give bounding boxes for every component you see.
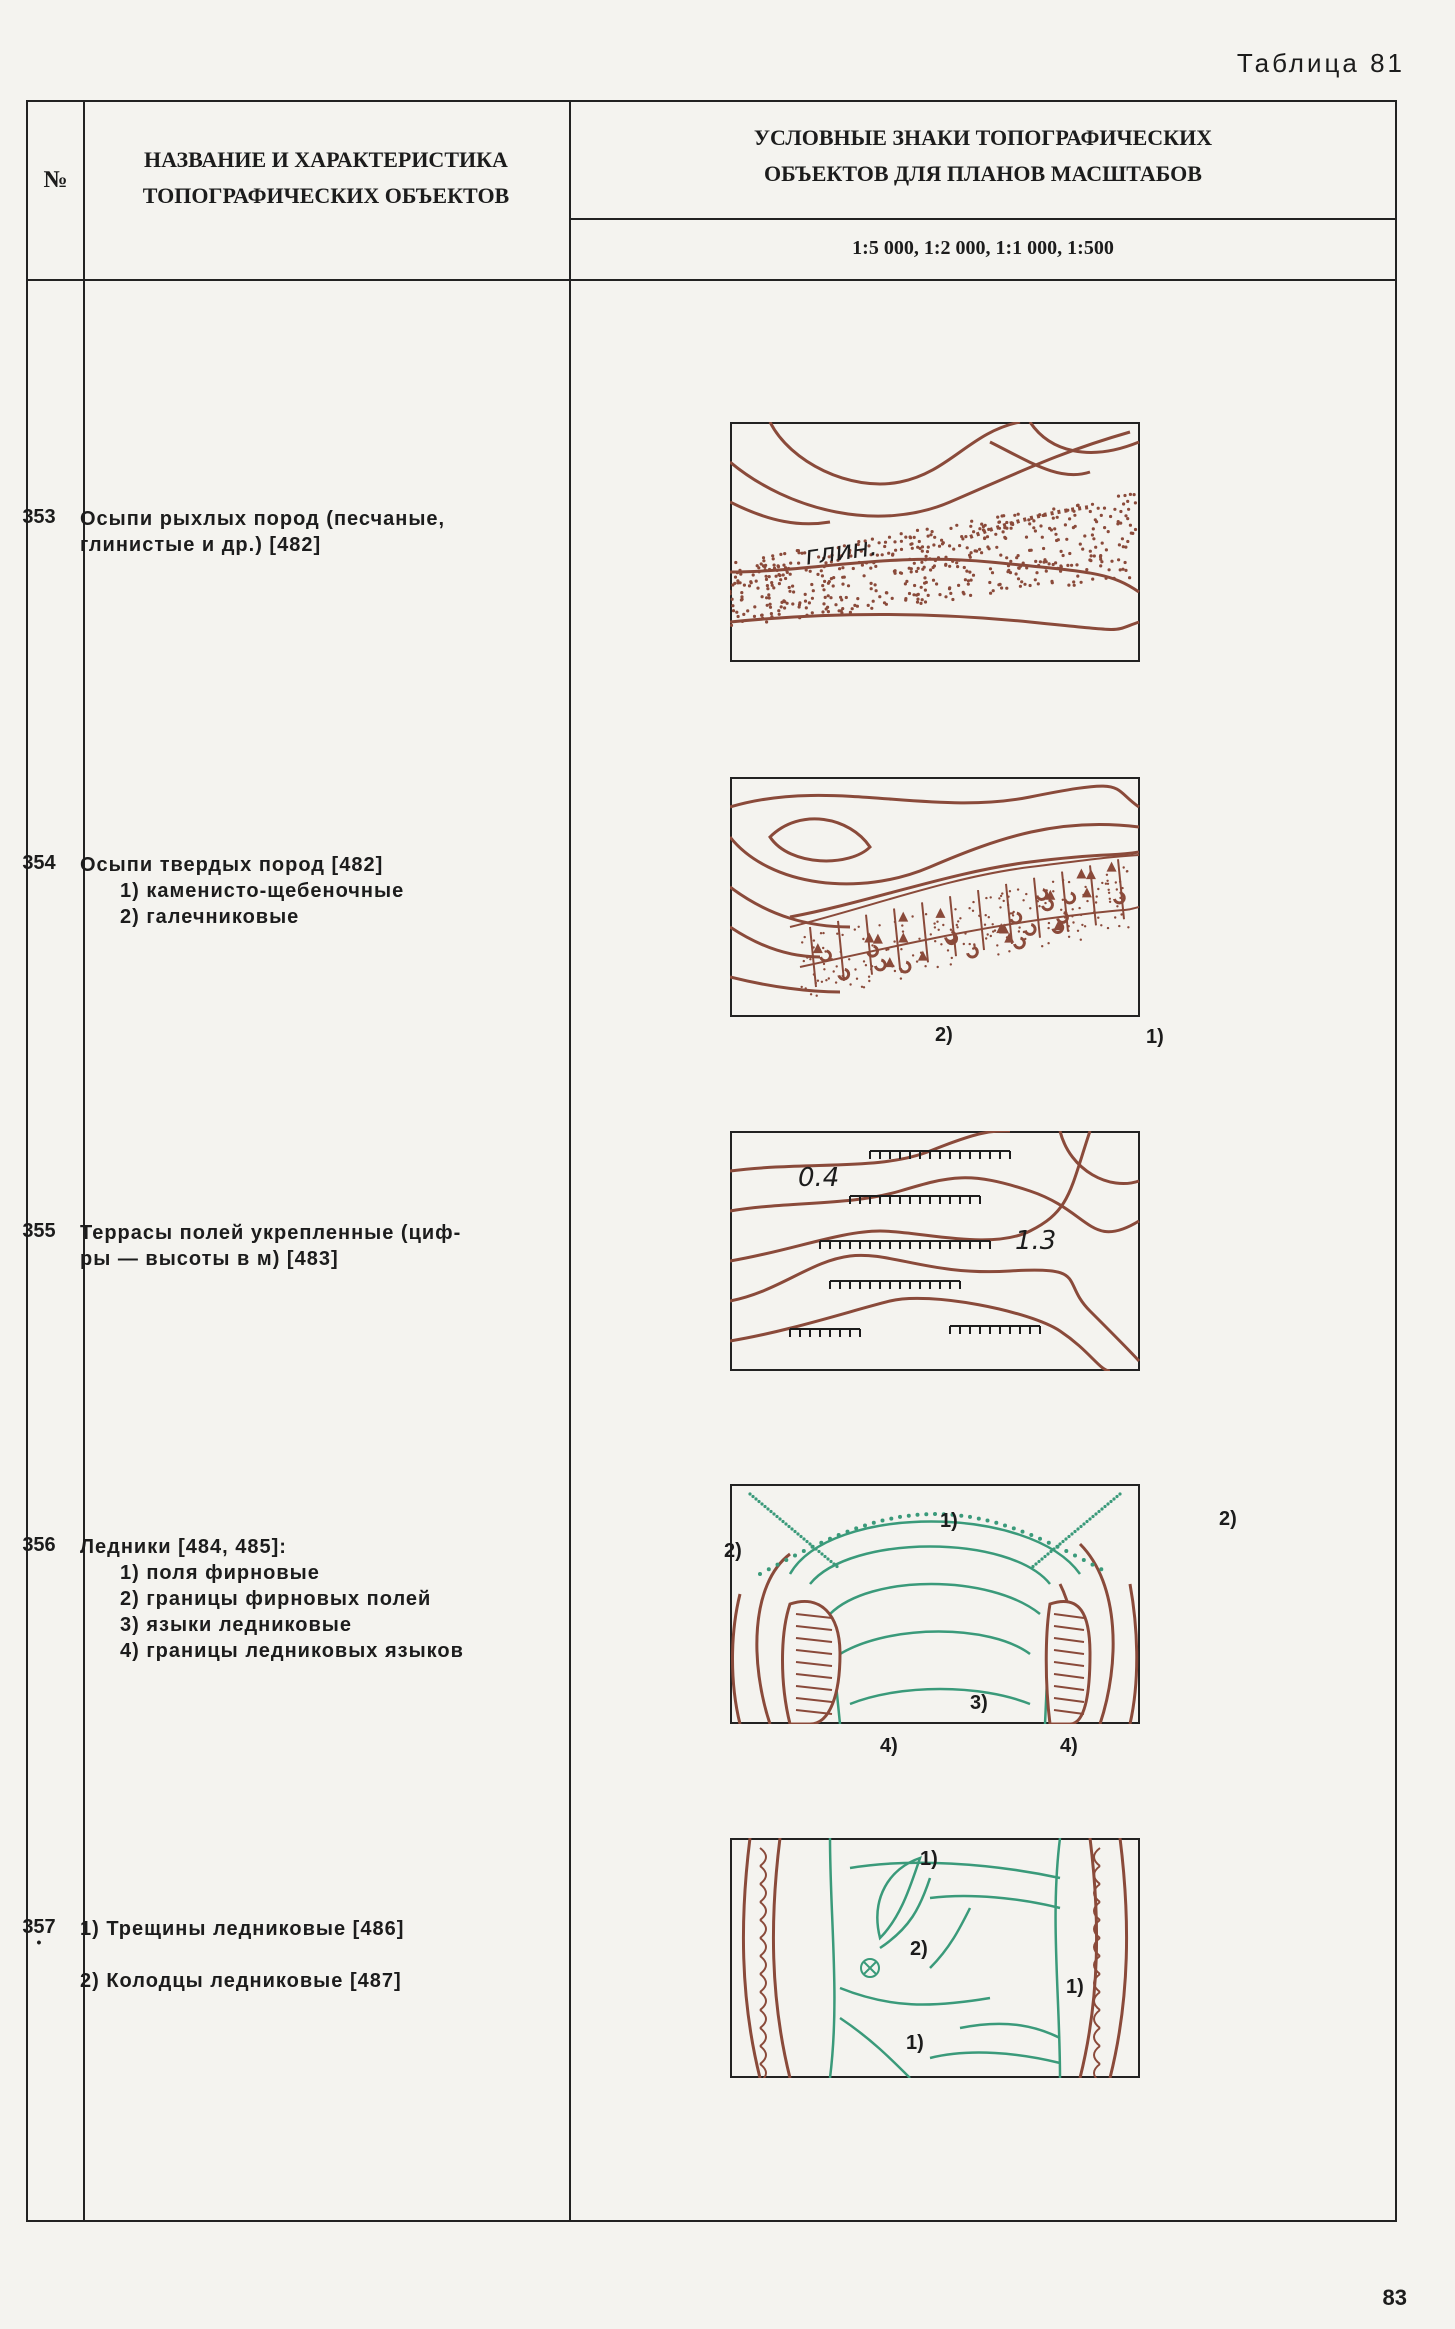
hard-scree-blocks — [789, 854, 1140, 997]
row-353-line2: глинистые и др.) [482] — [80, 534, 322, 556]
row-357-marker: • — [36, 1934, 42, 1950]
symbol-hard-scree — [730, 777, 1140, 1017]
row-353-line1: Осыпи рыхлых пород (песчаные, — [80, 508, 446, 530]
row-354-desc: Осыпи твердых пород [482] 1) каменисто-щ… — [80, 852, 520, 930]
row-356-sub1: 1) поля фирновые — [120, 1562, 320, 1584]
row-356-cap-3: 3) — [970, 1692, 988, 1714]
row-354-num: 354 — [22, 852, 56, 874]
row-354-cap-1: 1) — [1146, 1026, 1164, 1048]
row-355-line1: Террасы полей укрепленные (циф- — [80, 1222, 462, 1244]
row-355-line2: ры — высоты в м) [483] — [80, 1248, 339, 1270]
header-signs-line1: УСЛОВНЫЕ ЗНАКИ ТОПОГРАФИЧЕСКИХ — [753, 125, 1213, 150]
symbol-loose-scree: глин. — [730, 422, 1140, 662]
header-scales: 1:5 000, 1:2 000, 1:1 000, 1:500 — [852, 237, 1114, 259]
row-354-sub2: 2) галечниковые — [120, 906, 300, 928]
row-356-cap-4l: 4) — [880, 1735, 898, 1757]
row-357-line1: 1) Трещины ледниковые [486] — [80, 1918, 405, 1940]
header-name-line2: ТОПОГРАФИЧЕСКИХ ОБЪЕКТОВ — [142, 183, 510, 208]
symbol-glaciers — [730, 1484, 1140, 1724]
row-357-cap-2: 2) — [910, 1938, 928, 1960]
row-356-num: 356 — [22, 1534, 56, 1556]
terrace-ticks — [789, 1150, 1041, 1337]
table-label: Таблица 81 — [1236, 48, 1405, 78]
firn-boundary-dots — [748, 1492, 1122, 1576]
header-name: НАЗВАНИЕ И ХАРАКТЕРИСТИКА ТОПОГРАФИЧЕСКИ… — [88, 142, 564, 214]
header-signs: УСЛОВНЫЕ ЗНАКИ ТОПОГРАФИЧЕСКИХ ОБЪЕКТОВ … — [573, 120, 1393, 192]
row-354-sub1: 1) каменисто-щебеночные — [120, 880, 405, 902]
col-divider-1 — [83, 102, 85, 2220]
row-356-cap-1: 1) — [940, 1510, 958, 1532]
header-num: № — [43, 167, 68, 193]
row-356-sub4: 4) границы ледниковых языков — [120, 1640, 464, 1662]
row-357-desc: 1) Трещины ледниковые [486] 2) Колодцы л… — [80, 1916, 520, 1994]
label-terrace-height-2: 1.3 — [1015, 1226, 1056, 1256]
page-number: 83 — [1382, 2285, 1407, 2310]
symbol-terraces: 0.4 1.3 — [730, 1131, 1140, 1371]
row-357-line2 — [80, 1942, 520, 1968]
label-terrace-height-1: 0.4 — [798, 1163, 839, 1193]
row-356-line1: Ледники [484, 485]: — [80, 1536, 287, 1558]
row-357-num: 357 — [22, 1916, 56, 1938]
row-355-desc: Террасы полей укрепленные (циф- ры — выс… — [80, 1220, 520, 1272]
row-353-desc: Осыпи рыхлых пород (песчаные, глинистые … — [80, 506, 520, 558]
row-355-num: 355 — [22, 1220, 56, 1242]
row-357-line3: 2) Колодцы ледниковые [487] — [80, 1970, 402, 1992]
row-356-cap-2l: 2) — [724, 1540, 742, 1562]
row-354-line1: Осыпи твердых пород [482] — [80, 854, 384, 876]
table-frame: № НАЗВАНИЕ И ХАРАКТЕРИСТИКА ТОПОГРАФИЧЕС… — [26, 100, 1397, 2222]
header-scale-line — [569, 218, 1395, 220]
row-356-cap-4r: 4) — [1060, 1735, 1078, 1757]
header-signs-line2: ОБЪЕКТОВ ДЛЯ ПЛАНОВ МАСШТАБОВ — [764, 161, 1202, 186]
row-357-cap-1c: 1) — [906, 2032, 924, 2054]
row-353-num: 353 — [22, 506, 56, 528]
col-divider-2 — [569, 102, 571, 2220]
tongue-hatching — [795, 1613, 1085, 1715]
glacier-edge-scallops — [759, 1847, 1101, 2078]
scree-dots — [730, 492, 1138, 627]
row-357-cap-1a: 1) — [920, 1848, 938, 1870]
header-name-line1: НАЗВАНИЕ И ХАРАКТЕРИСТИКА — [144, 147, 508, 172]
header-bottom-line — [28, 279, 1395, 281]
row-354-cap-2: 2) — [935, 1024, 953, 1046]
row-356-cap-2r: 2) — [1219, 1508, 1237, 1530]
row-356-sub2: 2) границы фирновых полей — [120, 1588, 432, 1610]
row-356-sub3: 3) языки ледниковые — [120, 1614, 352, 1636]
row-357-cap-1b: 1) — [1066, 1976, 1084, 1998]
symbol-glacier-crevasses — [730, 1838, 1140, 2078]
row-356-desc: Ледники [484, 485]: 1) поля фирновые 2) … — [80, 1534, 520, 1664]
